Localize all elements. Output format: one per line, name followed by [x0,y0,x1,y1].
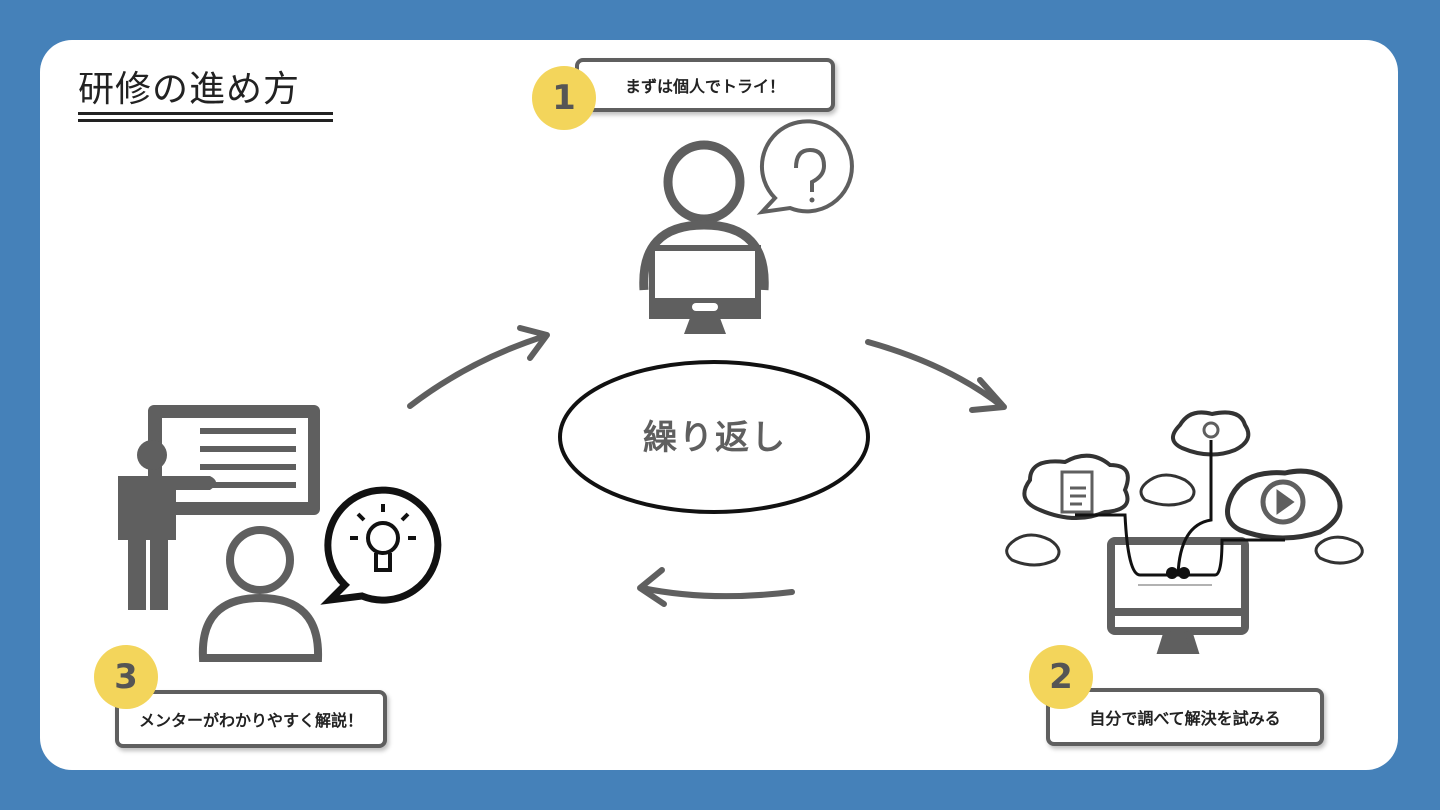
repeat-label: 繰り返し [643,418,787,458]
connector-lines [1075,440,1285,577]
arrow-down-right-icon [865,339,1006,410]
lightbulb-icon [1202,421,1220,439]
step3-label-text: メンターがわかりやすく解説！ [138,711,363,730]
play-icon [1260,479,1306,525]
title-underline [78,119,333,122]
step3-badge: 3 [94,645,158,709]
step1-label-text: まずは個人でトライ！ [624,77,785,96]
step2-label: 自分で調べて解決を試みる [1046,688,1324,746]
step1-label: まずは個人でトライ！ [575,58,835,112]
research-monitor-icon [1107,537,1249,654]
document-icon [1060,470,1094,514]
step2-label-text: 自分で調べて解決を試みる [1089,709,1281,728]
step3-label: メンターがわかりやすく解説！ [115,690,387,748]
student-icon [188,526,338,662]
person-at-computer-icon [639,140,769,334]
slide-title: 研修の進め方 [78,69,301,110]
cycle-arrows [407,325,1007,607]
arrow-left-icon [639,585,795,600]
question-bubble-icon [756,119,854,215]
cloud-content-icons [1060,421,1306,586]
step2-badge: 2 [1029,645,1093,709]
title-underline [78,112,333,115]
step1-badge: 1 [532,66,596,130]
teacher-icon [118,405,320,610]
arrow-up-right-icon [407,333,548,409]
center-ellipse [558,360,870,514]
lightbulb-bubble-icon [320,486,442,605]
